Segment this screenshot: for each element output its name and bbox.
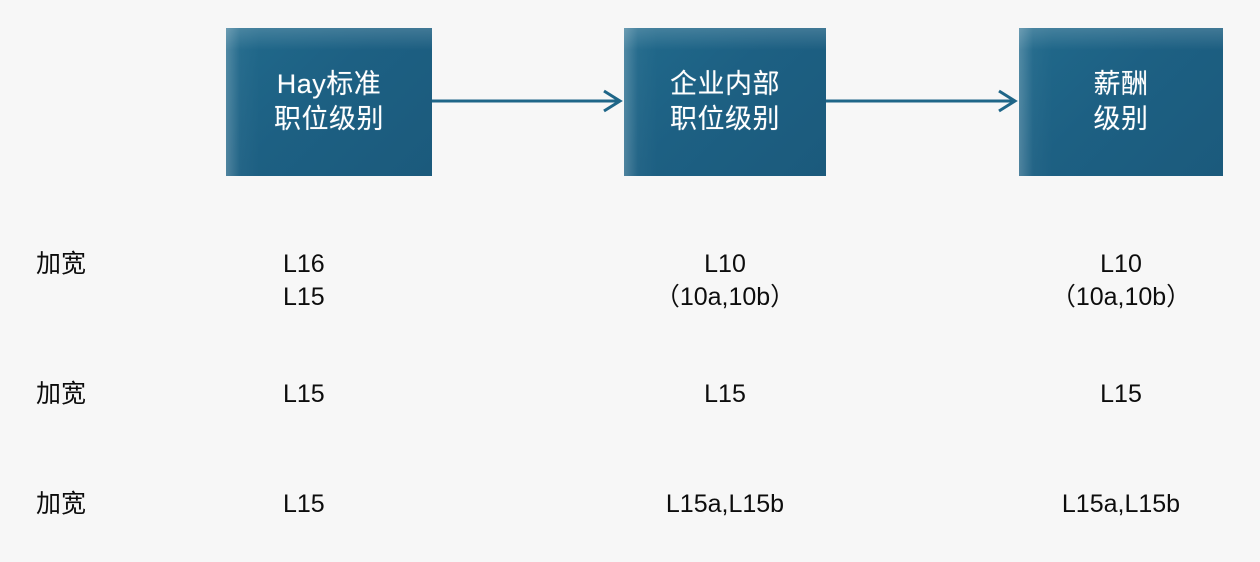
flow-box-hay-line-2: 职位级别 bbox=[274, 104, 384, 134]
flow-box-salary-line-1: 薪酬 bbox=[1093, 68, 1149, 99]
flow-box-internal-position-grade[interactable]: 企业内部 职位级别 bbox=[624, 28, 826, 176]
mapping-row: 加宽 L15 L15 L15 bbox=[0, 378, 1260, 448]
mapping-cell-salary: L10 （10a,10b） bbox=[1050, 250, 1192, 311]
arrow-right-icon-hay-to-internal bbox=[432, 88, 624, 114]
mapping-row: 加宽 L16 L15 L10 （10a,10b） L10 （10a,10b） bbox=[0, 248, 1260, 318]
mapping-row-label: 加宽 bbox=[36, 380, 87, 408]
mapping-cell-internal: L15 bbox=[704, 380, 746, 408]
mapping-row: 加宽 L15 L15a,L15b L15a,L15b bbox=[0, 488, 1260, 558]
mapping-row-label: 加宽 bbox=[36, 250, 87, 278]
mapping-cell-hay: L15 bbox=[283, 380, 325, 408]
flow-box-salary-line-2: 级别 bbox=[1093, 104, 1149, 134]
mapping-cell-salary: L15 bbox=[1100, 380, 1142, 408]
flow-box-internal-line-1: 企业内部 bbox=[670, 68, 780, 99]
arrow-right-icon-internal-to-salary bbox=[826, 88, 1019, 114]
mapping-cell-internal: L10 （10a,10b） bbox=[654, 250, 796, 311]
mapping-cell-hay: L15 bbox=[283, 490, 325, 518]
mapping-row-label: 加宽 bbox=[36, 490, 87, 518]
flow-box-internal-line-2: 职位级别 bbox=[670, 104, 780, 134]
flow-box-hay-standard-grade[interactable]: Hay标准 职位级别 bbox=[226, 28, 432, 176]
mapping-cell-hay: L16 L15 bbox=[283, 250, 325, 311]
mapping-cell-internal: L15a,L15b bbox=[665, 490, 785, 518]
mapping-cell-salary: L15a,L15b bbox=[1061, 490, 1181, 518]
flow-box-salary-grade[interactable]: 薪酬 级别 bbox=[1019, 28, 1223, 176]
flow-box-hay-line-1: Hay标准 bbox=[276, 68, 382, 99]
